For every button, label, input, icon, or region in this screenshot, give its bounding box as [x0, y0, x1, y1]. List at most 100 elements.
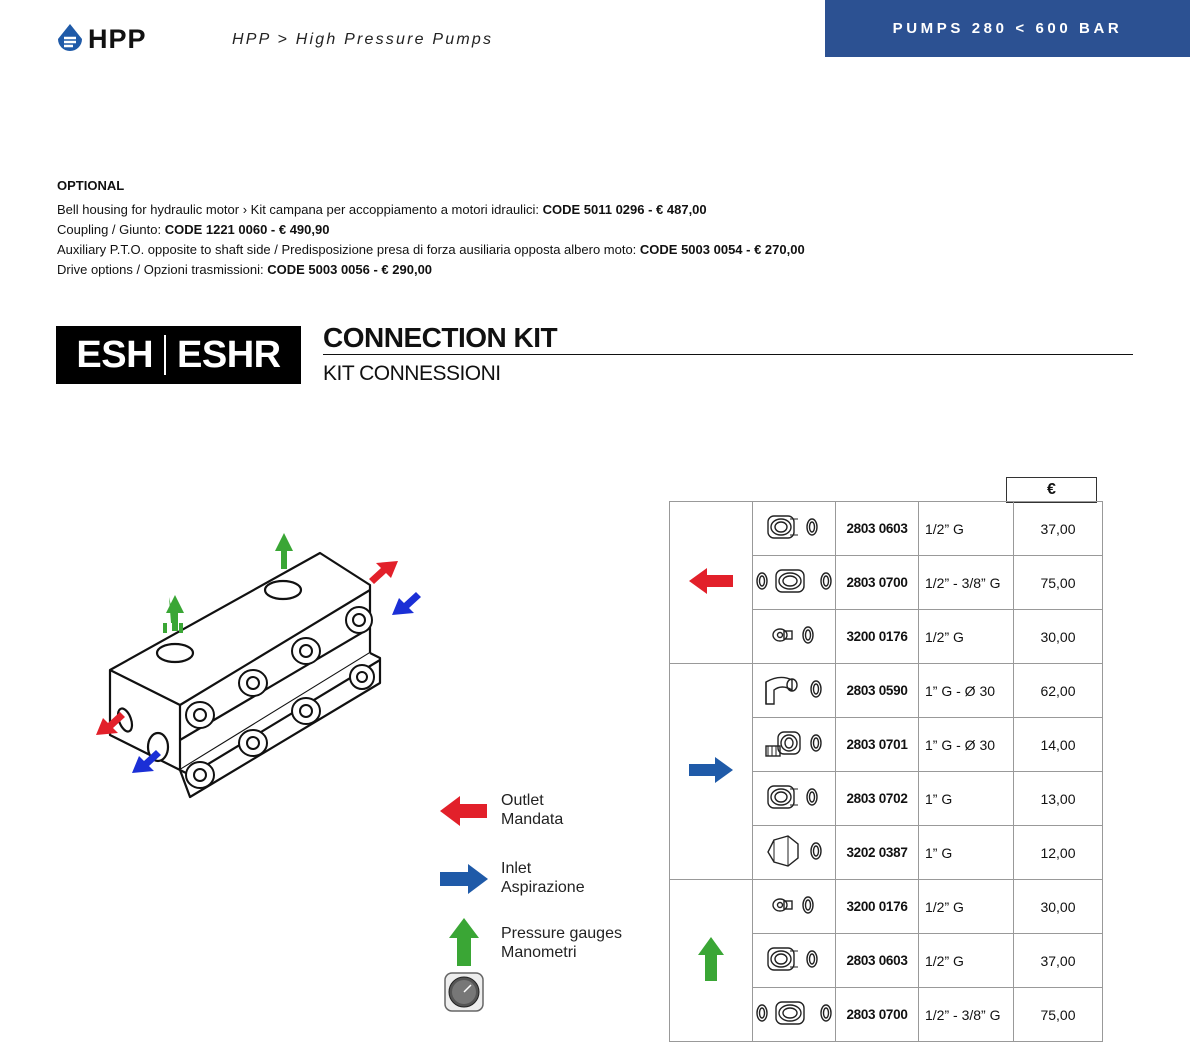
thread-size: 1/2” G	[918, 933, 1014, 988]
legend-gauges-it: Manometri	[501, 944, 577, 961]
price: 14,00	[1013, 717, 1103, 772]
product-code: 3200 0176	[835, 879, 919, 934]
thread-size: 1/2” - 3/8” G	[918, 555, 1014, 610]
inlet-arrow-icon	[440, 864, 488, 894]
fitting-image-cell	[752, 501, 836, 556]
option-desc: Bell housing for hydraulic motor › Kit c…	[57, 202, 543, 217]
price: 37,00	[1013, 501, 1103, 556]
option-code: CODE 5003 0056 - € 290,00	[267, 262, 433, 277]
product-code: 2803 0700	[835, 987, 919, 1042]
group-arrow-cell	[669, 501, 753, 664]
legend-outlet-en: Outlet	[501, 792, 544, 809]
pressure-gauge-icon	[444, 972, 484, 1012]
fitting-image-cell	[752, 879, 836, 934]
nipple-pair-icon	[754, 785, 834, 825]
product-code: 2803 0603	[835, 933, 919, 988]
legend-inlet: Inlet Aspirazione	[501, 859, 585, 897]
product-code: 2803 0701	[835, 717, 919, 772]
small-plug-icon	[754, 626, 834, 663]
price: 62,00	[1013, 663, 1103, 718]
thread-size: 1/2” G	[918, 879, 1014, 934]
price: 30,00	[1013, 879, 1103, 934]
price: 30,00	[1013, 609, 1103, 664]
legend-inlet-en: Inlet	[501, 860, 532, 877]
option-code: CODE 5003 0054 - € 270,00	[639, 242, 805, 257]
legend-inlet-it: Aspirazione	[501, 879, 585, 896]
breadcrumb: HPP > High Pressure Pumps	[232, 31, 494, 48]
legend-outlet: Outlet Mandata	[501, 791, 563, 829]
inlet-arrow-icon	[132, 592, 421, 773]
price: 12,00	[1013, 825, 1103, 880]
optional-line: Auxiliary P.T.O. opposite to shaft side …	[57, 240, 805, 260]
optional-section: OPTIONAL Bell housing for hydraulic moto…	[57, 176, 805, 280]
price: 75,00	[1013, 555, 1103, 610]
nipple-pair-icon	[754, 515, 834, 555]
brand-name: HPP	[88, 23, 147, 54]
currency-header: €	[1006, 477, 1097, 503]
outlet-arrow-icon	[440, 796, 487, 826]
manifold-illustration	[96, 533, 421, 799]
optional-line: Coupling / Giunto: CODE 1221 0060 - € 49…	[57, 220, 805, 240]
price: 37,00	[1013, 933, 1103, 988]
model-badge: ESH ESHR	[56, 326, 301, 384]
gauge-arrow-icon	[449, 918, 479, 966]
price: 75,00	[1013, 987, 1103, 1042]
legend-gauges: Pressure gauges Manometri	[501, 924, 622, 962]
product-code: 2803 0702	[835, 771, 919, 826]
gauge-arrow-icon	[166, 533, 293, 631]
product-code: 3200 0176	[835, 609, 919, 664]
outlet-arrow-icon	[96, 561, 398, 735]
model-eshr: ESHR	[177, 333, 281, 376]
option-code: CODE 1221 0060 - € 490,90	[164, 222, 330, 237]
small-plug-icon	[754, 896, 834, 933]
optional-title: OPTIONAL	[57, 178, 125, 193]
legend-gauges-en: Pressure gauges	[501, 925, 622, 942]
thread-size: 1” G - Ø 30	[918, 663, 1014, 718]
group-arrow-cell	[669, 879, 753, 1042]
section-subtitle: KIT CONNESSIONI	[323, 362, 501, 385]
water-drop-logo-icon	[58, 24, 82, 51]
product-code: 2803 0700	[835, 555, 919, 610]
reducer-with-seals-icon	[754, 1001, 834, 1041]
price: 13,00	[1013, 771, 1103, 826]
group-arrow-cell	[669, 663, 753, 880]
pump-range-band: PUMPS 280 < 600 BAR	[825, 0, 1190, 57]
thread-size: 1” G	[918, 825, 1014, 880]
thread-size: 1/2” G	[918, 609, 1014, 664]
option-desc: Coupling / Giunto:	[57, 222, 165, 237]
fitting-image-cell	[752, 825, 836, 880]
fitting-image-cell	[752, 663, 836, 718]
model-esh: ESH	[76, 333, 154, 376]
gauge-arrow-icon	[698, 937, 724, 984]
option-code: CODE 5011 0296 - € 487,00	[542, 202, 707, 217]
fitting-image-cell	[752, 771, 836, 826]
optional-line: Drive options / Opzioni trasmissioni: CO…	[57, 260, 805, 280]
hex-plug-icon	[754, 835, 834, 879]
hpp-logo: HPP	[56, 22, 147, 56]
fitting-image-cell	[752, 933, 836, 988]
section-title: CONNECTION KIT	[323, 322, 558, 353]
option-desc: Drive options / Opzioni trasmissioni:	[57, 262, 268, 277]
product-code: 2803 0590	[835, 663, 919, 718]
thread-size: 1” G - Ø 30	[918, 717, 1014, 772]
hose-barb-fitting-icon	[754, 731, 834, 771]
inlet-arrow-icon	[689, 757, 733, 786]
outlet-arrow-icon	[689, 568, 733, 597]
product-code: 3202 0387	[835, 825, 919, 880]
legend-outlet-it: Mandata	[501, 811, 564, 828]
reducer-with-seals-icon	[754, 569, 834, 609]
fitting-image-cell	[752, 987, 836, 1042]
badge-separator	[164, 335, 167, 375]
thread-size: 1” G	[918, 771, 1014, 826]
fitting-image-cell	[752, 717, 836, 772]
